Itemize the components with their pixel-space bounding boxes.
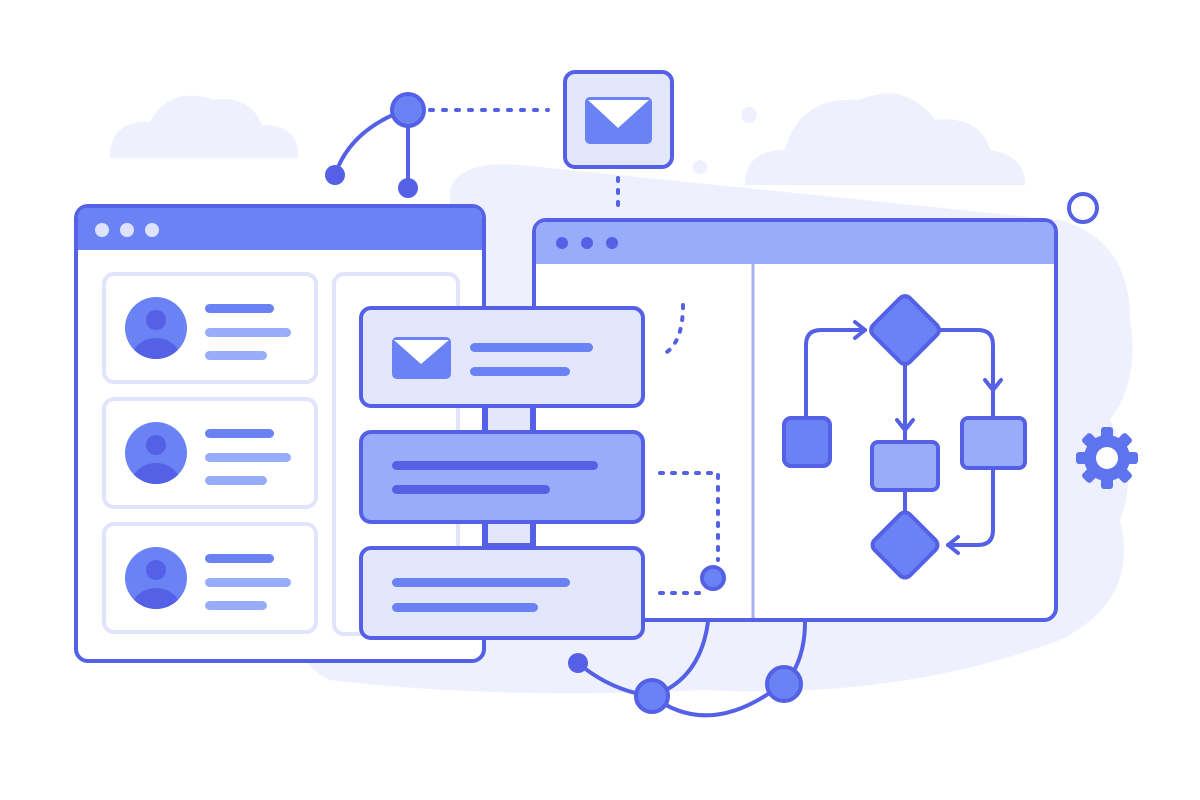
text-line-placeholder [205,476,267,485]
list-item [359,430,645,524]
connector-node [700,565,726,591]
list-item [359,546,645,640]
process-box [960,416,1027,470]
user-card[interactable] [102,522,318,634]
text-line-placeholder [205,351,267,360]
window-controls [556,237,618,249]
text-line-placeholder [205,601,267,610]
mail-icon [392,337,451,379]
gear-icon [1076,427,1138,489]
user-card[interactable] [102,397,318,509]
decision-diamond [869,294,941,366]
network-node-icon [568,621,807,718]
start-square [782,416,832,468]
text-line-placeholder [205,328,291,337]
list-item [359,306,645,408]
flowchart [782,294,1027,580]
user-avatar-icon [125,297,187,359]
window-controls [95,223,159,237]
user-avatar-icon [125,547,187,609]
ring-decoration-icon [1067,192,1099,224]
text-line-placeholder [205,304,274,313]
user-avatar-icon [125,422,187,484]
text-line-placeholder [205,554,274,563]
process-box [870,440,940,492]
text-line-placeholder [205,429,274,438]
text-line-placeholder [205,453,291,462]
mail-icon [563,70,674,214]
end-diamond [870,510,940,580]
text-line-placeholder [205,578,291,587]
network-node-icon [325,92,550,198]
dotted-connectors [658,303,720,595]
user-card[interactable] [102,272,318,384]
middle-list [359,306,645,640]
